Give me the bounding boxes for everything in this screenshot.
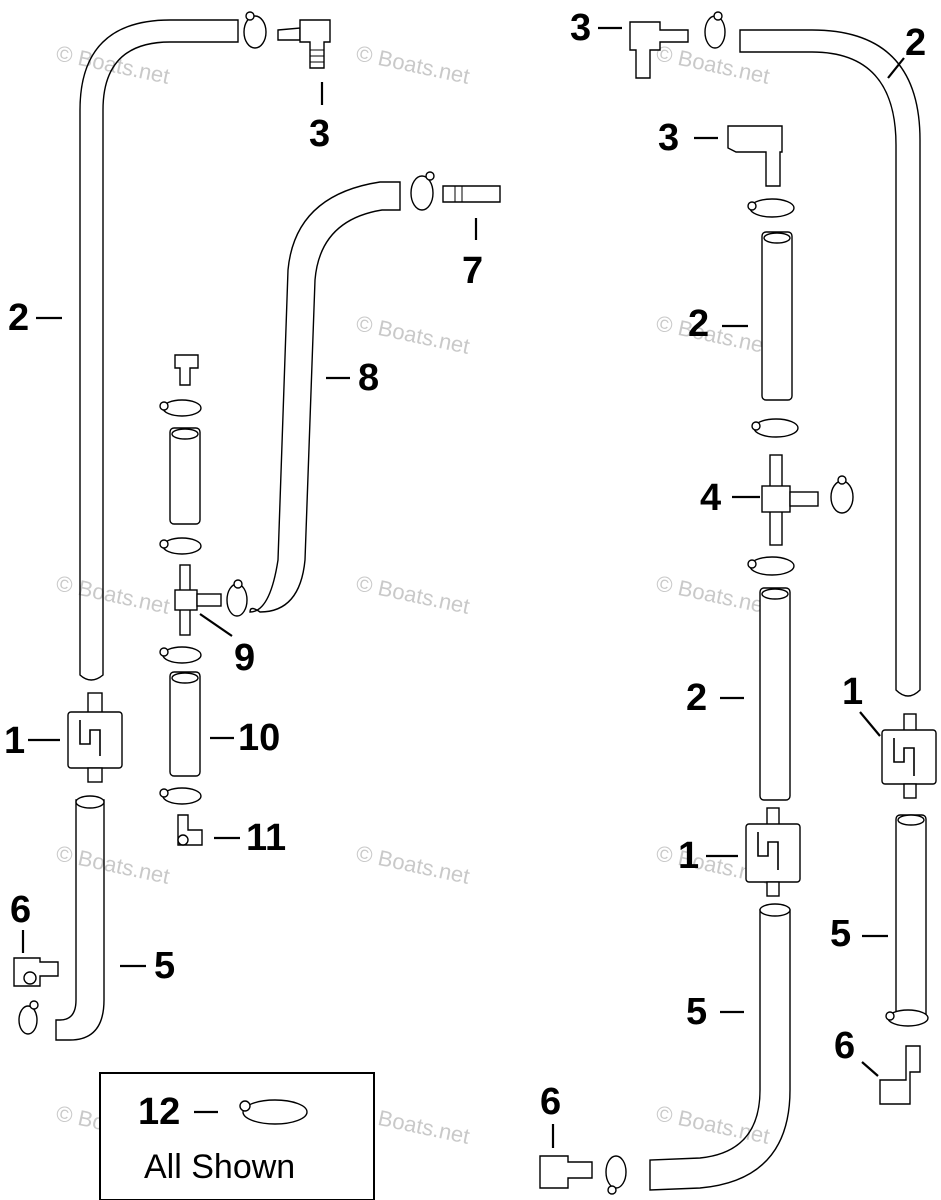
elbow-fitting-icon xyxy=(629,21,689,79)
watermark: © Boats.net xyxy=(54,840,172,888)
leader-line xyxy=(861,1061,879,1077)
legend-box: 12 All Shown xyxy=(99,1072,375,1200)
straight-fitting-icon xyxy=(442,185,501,203)
short-hose-segment xyxy=(759,587,791,801)
hose-clamp-icon xyxy=(159,646,202,664)
elbow-fitting-icon xyxy=(539,1155,593,1189)
hose-end xyxy=(75,795,105,809)
hose-clamp-icon xyxy=(704,11,726,49)
watermark: © Boats.net xyxy=(354,840,472,888)
watermark: © Boats.net xyxy=(654,570,772,618)
hose-clamp-icon xyxy=(410,171,435,211)
hose-clamp-icon xyxy=(747,556,795,576)
callout-3: 3 xyxy=(658,117,679,159)
callout-4: 4 xyxy=(700,477,721,519)
callout-1: 1 xyxy=(4,720,25,762)
callout-6: 6 xyxy=(10,889,31,931)
callout-7: 7 xyxy=(462,250,483,292)
small-elbow-fitting-icon xyxy=(177,814,203,846)
callout-1: 1 xyxy=(678,835,699,877)
watermark: © Boats.net xyxy=(354,40,472,88)
hose-clamp-icon xyxy=(226,579,248,617)
elbow-fitting-icon xyxy=(879,1045,921,1105)
hose-end xyxy=(759,903,791,917)
callout-9: 9 xyxy=(234,637,255,679)
callout-10: 10 xyxy=(238,717,280,759)
callout-2: 2 xyxy=(8,297,29,339)
short-hose-segment xyxy=(761,231,793,401)
hose-clamp-icon xyxy=(885,1009,929,1027)
callout-5: 5 xyxy=(830,913,851,955)
callout-8: 8 xyxy=(358,357,379,399)
tee-fitting-icon xyxy=(761,454,819,546)
tee-fitting-icon xyxy=(174,564,222,636)
callout-6: 6 xyxy=(540,1081,561,1123)
hose-clamp-icon xyxy=(747,198,795,218)
hose-clamp-icon xyxy=(243,11,267,49)
leader-line xyxy=(859,711,881,737)
fuel-filter-icon xyxy=(67,692,123,783)
callout-6: 6 xyxy=(834,1025,855,1067)
legend-all-shown: All Shown xyxy=(144,1148,295,1186)
watermark: © Boats.net xyxy=(54,40,172,88)
callout-11: 11 xyxy=(246,817,286,859)
elbow-fitting-icon xyxy=(727,125,783,187)
hose-left-long xyxy=(79,19,239,681)
hose-s-curve xyxy=(249,181,401,613)
hose-clamp-icon xyxy=(159,787,202,805)
hose-clamp-icon xyxy=(751,418,799,438)
leader-line xyxy=(199,613,233,637)
short-hose-segment xyxy=(169,671,201,777)
elbow-fitting-icon xyxy=(277,19,331,69)
hose-clamp-icon xyxy=(830,475,854,514)
leader-line xyxy=(887,57,905,79)
short-hose-segment xyxy=(895,814,927,1021)
small-elbow-fitting-icon xyxy=(174,354,199,386)
watermark: © Boats.net xyxy=(54,570,172,618)
callout-5: 5 xyxy=(686,991,707,1033)
callout-2: 2 xyxy=(686,677,707,719)
callout-1: 1 xyxy=(842,671,863,713)
fuel-filter-icon xyxy=(745,807,801,897)
callout-5: 5 xyxy=(154,945,175,987)
callout-3: 3 xyxy=(570,7,591,49)
elbow-fitting-icon xyxy=(13,957,59,987)
callout-12: 12 xyxy=(138,1091,180,1133)
callout-3: 3 xyxy=(309,113,330,155)
fuel-filter-icon xyxy=(881,713,937,799)
short-hose-segment xyxy=(169,427,201,525)
hose-clamp-icon xyxy=(18,1000,39,1035)
hose-left-bottom xyxy=(55,799,105,1041)
hose-clamp-icon xyxy=(605,1155,627,1195)
hose-right-long xyxy=(739,29,921,697)
hose-clamp-icon xyxy=(239,1099,308,1125)
watermark: © Boats.net xyxy=(354,310,472,358)
callout-2: 2 xyxy=(905,22,926,64)
hose-right-bottom xyxy=(649,909,791,1191)
watermark: © Boats.net xyxy=(354,570,472,618)
watermark: © Boats.net xyxy=(654,310,772,358)
hose-clamp-icon xyxy=(159,537,202,555)
hose-clamp-icon xyxy=(159,399,202,417)
callout-2: 2 xyxy=(688,303,709,345)
